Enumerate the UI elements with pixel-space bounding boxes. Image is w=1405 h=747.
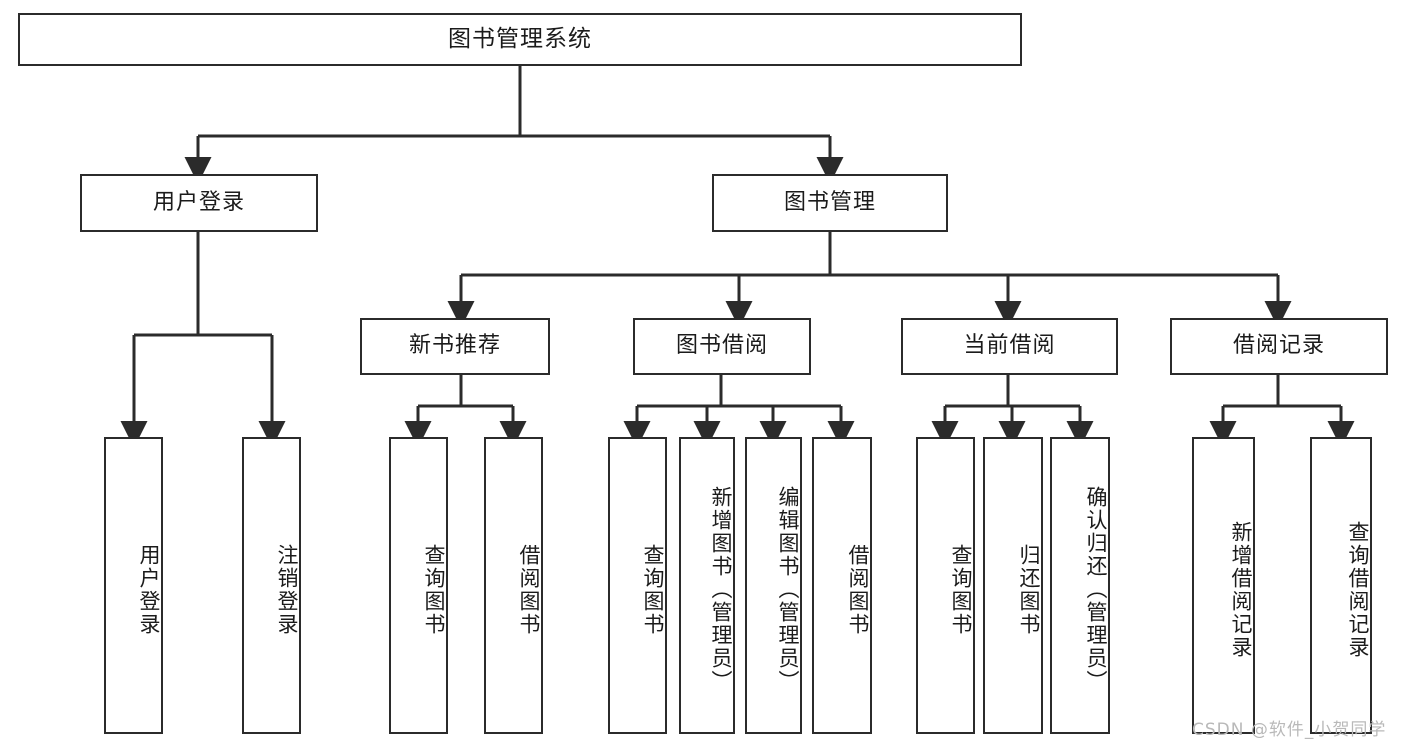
node-label: 归还图书: [1017, 543, 1041, 636]
leaf-record-query-record[interactable]: 查询借阅记录: [1310, 437, 1372, 734]
node-label: 注销登录: [275, 543, 299, 636]
leaf-current-confirm-return-admin[interactable]: 确认归还（管理员）: [1050, 437, 1110, 734]
node-borrow-record[interactable]: 借阅记录: [1170, 318, 1388, 375]
leaf-current-return-book[interactable]: 归还图书: [983, 437, 1043, 734]
node-label: 新增图书（管理员）: [709, 486, 733, 693]
node-label: 借阅记录: [1232, 333, 1325, 359]
node-label: 查询图书: [949, 543, 973, 636]
node-current-borrow[interactable]: 当前借阅: [901, 318, 1118, 375]
leaf-user-login[interactable]: 用户登录: [104, 437, 163, 734]
node-label: 借阅图书: [846, 543, 870, 636]
leaf-recommend-query-book[interactable]: 查询图书: [389, 437, 448, 734]
node-label: 借阅图书: [517, 543, 541, 636]
node-label: 新增借阅记录: [1229, 520, 1253, 659]
node-root-system[interactable]: 图书管理系统: [18, 13, 1022, 66]
node-label: 查询图书: [422, 543, 446, 636]
node-label: 当前借阅: [963, 333, 1056, 359]
leaf-recommend-borrow-book[interactable]: 借阅图书: [484, 437, 543, 734]
node-new-book-recommend[interactable]: 新书推荐: [360, 318, 550, 375]
node-label: 图书管理系统: [448, 25, 592, 52]
leaf-borrow-query-book[interactable]: 查询图书: [608, 437, 667, 734]
node-label: 查询图书: [641, 543, 665, 636]
leaf-current-query-book[interactable]: 查询图书: [916, 437, 975, 734]
node-label: 用户登录: [152, 189, 245, 215]
leaf-borrow-edit-book-admin[interactable]: 编辑图书（管理员）: [745, 437, 802, 734]
node-book-management[interactable]: 图书管理: [712, 174, 948, 232]
node-label: 确认归还（管理员）: [1084, 486, 1108, 693]
node-label: 图书借阅: [675, 333, 768, 359]
leaf-borrow-add-book-admin[interactable]: 新增图书（管理员）: [679, 437, 735, 734]
node-book-borrow[interactable]: 图书借阅: [633, 318, 811, 375]
leaf-borrow-borrow-book[interactable]: 借阅图书: [812, 437, 872, 734]
node-label: 图书管理: [783, 189, 876, 215]
leaf-record-add-record[interactable]: 新增借阅记录: [1192, 437, 1255, 734]
watermark-text: CSDN @软件_小贺同学: [1192, 720, 1387, 740]
node-label: 查询借阅记录: [1346, 520, 1370, 659]
leaf-user-logout[interactable]: 注销登录: [242, 437, 301, 734]
node-user-login[interactable]: 用户登录: [80, 174, 318, 232]
node-label: 用户登录: [137, 543, 161, 636]
node-label: 新书推荐: [408, 333, 501, 359]
node-label: 编辑图书（管理员）: [776, 486, 800, 693]
